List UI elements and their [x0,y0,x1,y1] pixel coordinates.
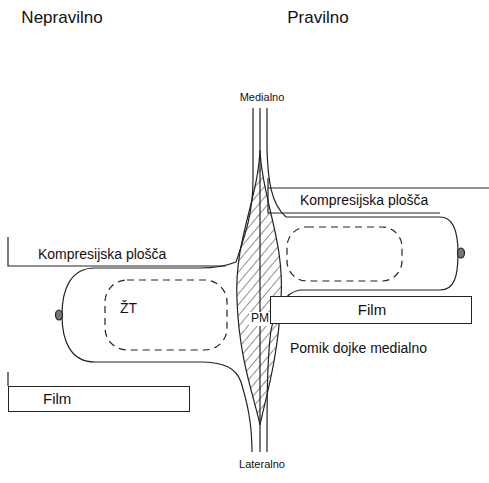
pectoral-muscle [237,150,282,425]
tissue-label: ŽT [118,300,139,316]
chest-wall-line [259,425,260,452]
compression-plate [268,178,440,213]
plate-label: Kompresijska plošča [38,246,166,262]
glandular-tissue [105,280,227,350]
view-heading: Pravilno [287,8,348,28]
muscle-midline [259,150,260,425]
film-label: Film [358,301,386,318]
film-label: Film [43,390,71,407]
view-heading: Nepravilno [21,8,102,28]
compression-plate [8,237,226,266]
direction-label: Medialno [240,91,285,104]
plate-label: Kompresijska plošča [300,192,428,208]
film-box: Film [270,296,472,324]
breast-contour [267,108,458,452]
direction-label: Lateralno [239,458,285,471]
nipple [56,310,63,320]
film-holder-edge [7,372,8,386]
glandular-tissue [287,227,402,281]
note-label: Pomik dojke medialno [290,340,427,356]
nipple [458,248,465,258]
film-box: Film [8,386,190,412]
compression-plate [268,187,489,188]
chest-wall-line [259,108,260,150]
muscle-label: PM [249,312,271,326]
